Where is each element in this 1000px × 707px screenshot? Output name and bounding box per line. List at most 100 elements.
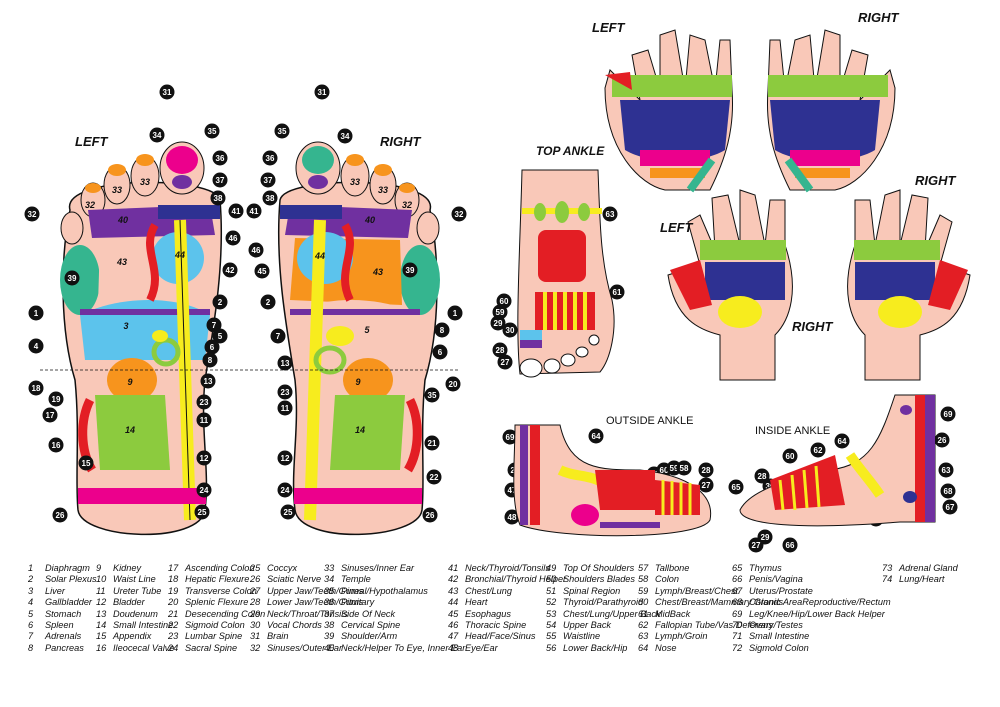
svg-text:16: 16 [52, 441, 61, 450]
callout-20: 20 [445, 376, 461, 392]
svg-text:32: 32 [455, 210, 464, 219]
top-ankle-title: TOP ANKLE [536, 144, 605, 158]
svg-text:69: 69 [944, 410, 953, 419]
svg-text:63: 63 [942, 466, 951, 475]
callout-35: 35 [424, 387, 440, 403]
legend-label: Liver [45, 585, 65, 596]
legend-label: Sinuses/Inner Ear [341, 563, 415, 573]
legend-number: 27 [250, 585, 261, 596]
callout-27: 27 [497, 354, 513, 370]
svg-text:23: 23 [200, 398, 209, 407]
legend-label: Sigmold Colon [749, 642, 809, 653]
legend-number: 34 [324, 574, 335, 585]
callout-28: 28 [492, 342, 508, 358]
callout-42: 42 [222, 262, 238, 278]
callout-28: 28 [698, 462, 714, 478]
legend-number: 1 [28, 563, 34, 573]
palm-right-bottom-label: RIGHT [792, 319, 834, 334]
callout-24: 24 [277, 482, 293, 498]
svg-text:17: 17 [46, 411, 55, 420]
svg-text:64: 64 [592, 432, 601, 441]
svg-text:38: 38 [214, 194, 223, 203]
svg-text:8: 8 [440, 326, 445, 335]
legend-label: Spleen [45, 620, 74, 631]
legend-number: 39 [324, 631, 335, 642]
legend-number: 42 [448, 574, 459, 585]
svg-text:27: 27 [752, 541, 761, 550]
callout-6: 6 [204, 339, 220, 355]
legend-label: Ascending Colon [185, 563, 255, 573]
legend-number: 69 [732, 608, 743, 619]
svg-text:61: 61 [613, 288, 622, 297]
svg-text:13: 13 [281, 359, 290, 368]
callout-35: 35 [274, 123, 290, 139]
svg-text:47: 47 [508, 486, 517, 495]
palm-left [667, 189, 793, 381]
svg-text:60: 60 [500, 297, 509, 306]
legend-number: 15 [96, 631, 107, 642]
legend-label: Chest/Breast/Mammary Glands [655, 597, 784, 608]
callout-61: 61 [609, 284, 625, 300]
callout-60: 60 [782, 448, 798, 464]
legend-number: 43 [448, 585, 459, 596]
back-hand-right-label: RIGHT [858, 10, 900, 25]
callout-67: 67 [942, 499, 958, 515]
legend-label: Lymph/Breast/Chest [655, 585, 739, 596]
legend-label: Chest/Lung [465, 585, 512, 596]
callout-36: 36 [262, 150, 278, 166]
callout-32: 32 [451, 206, 467, 222]
legend-label: Eye/Ear [465, 642, 498, 653]
zone-number-9: 9 [127, 377, 132, 387]
svg-text:39: 39 [68, 274, 77, 283]
legend-number: 25 [250, 563, 261, 573]
svg-text:24: 24 [200, 486, 209, 495]
callout-8: 8 [202, 352, 218, 368]
right-foot [277, 141, 440, 536]
svg-text:30: 30 [506, 326, 515, 335]
legend-number: 6 [28, 620, 34, 631]
svg-text:65: 65 [732, 483, 741, 492]
callout-36: 36 [212, 150, 228, 166]
legend-number: 55 [546, 631, 557, 642]
legend-label: Kidney [113, 563, 142, 573]
legend-label: Thoracic Spine [465, 620, 527, 631]
legend-number: 53 [546, 608, 557, 619]
svg-text:25: 25 [284, 508, 293, 517]
callout-16: 16 [48, 437, 64, 453]
callout-1: 1 [447, 305, 463, 321]
svg-text:30: 30 [766, 482, 775, 491]
legend-number: 3 [28, 585, 34, 596]
legend-number: 18 [168, 574, 179, 585]
svg-text:37: 37 [216, 176, 225, 185]
legend-label: Ureter Tube [113, 585, 162, 596]
inside-ankle-title: INSIDE ANKLE [755, 425, 830, 437]
callout-13: 13 [200, 373, 216, 389]
callout-69: 69 [502, 429, 518, 445]
zone-number-33: 33 [378, 185, 388, 195]
callout-2: 2 [260, 294, 276, 310]
